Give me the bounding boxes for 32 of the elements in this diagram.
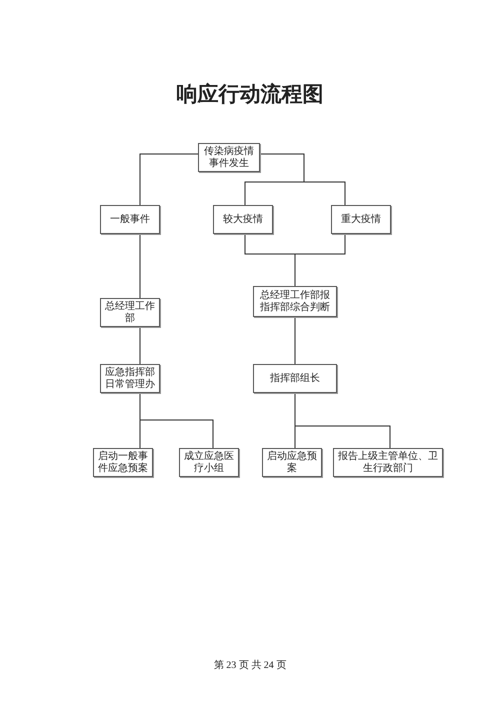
box-label: 重大疫情 (341, 214, 381, 226)
process-box (213, 205, 273, 234)
connector-line (294, 234, 346, 286)
process-box (100, 298, 160, 327)
connector-line (260, 154, 346, 206)
page-number: 第 23 页 共 24 页 (214, 660, 286, 671)
process-box (100, 205, 160, 234)
box-label: 启动一般事件应急预案 (97, 450, 149, 474)
box-label: 指挥部组长 (270, 372, 320, 384)
diagram-title: 响应行动流程图 (176, 82, 324, 106)
box-label: 总经理工作部 (104, 300, 156, 324)
process-box (262, 448, 322, 477)
connector-line (140, 392, 214, 448)
box-label: 较大疫情 (223, 214, 263, 226)
process-box (331, 205, 391, 234)
process-box (253, 364, 337, 393)
box-label: 报告上级主管单位、卫生行政部门 (337, 450, 439, 474)
process-box (100, 364, 160, 393)
process-box (93, 448, 153, 477)
box-label: 总经理工作部报指挥部综合判断 (259, 290, 331, 314)
process-box (253, 286, 337, 317)
process-box (333, 448, 443, 477)
connector-line (140, 154, 198, 206)
box-label: 一般事件 (110, 214, 150, 226)
box-label: 启动应急预案 (266, 450, 318, 474)
connector-line (294, 316, 296, 364)
connector-line (294, 392, 390, 448)
box-label: 传染病疫情事件发生 (203, 146, 255, 170)
box-label: 应急指挥部日常管理办 (104, 366, 156, 390)
process-box (179, 448, 239, 477)
process-box (198, 143, 260, 172)
box-label: 成立应急医疗小组 (183, 450, 235, 474)
